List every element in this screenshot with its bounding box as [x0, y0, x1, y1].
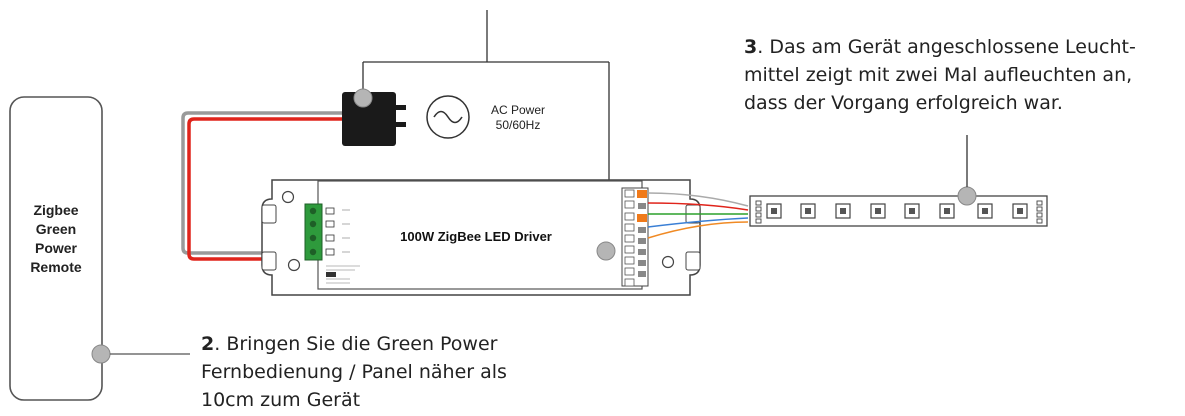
- remote-marker-dot: [91, 344, 111, 364]
- remote-label-line4: Remote: [30, 259, 82, 275]
- callout-2-text: 2. Bringen Sie die Green Power Fernbedie…: [201, 330, 621, 414]
- driver-label-panel: [317, 180, 643, 290]
- callout-3-line1: 3. Das am Gerät angeschlossene Leucht-: [744, 33, 1184, 61]
- ac-source-symbol: [426, 95, 470, 139]
- led-strip-marker-dot: [957, 186, 977, 206]
- screw-hole-right: [661, 255, 675, 269]
- remote-body: [9, 96, 103, 401]
- led-strip: [749, 186, 1048, 227]
- driver-title: 100W ZigBee LED Driver: [400, 229, 552, 244]
- screw-hole-top-left: [281, 190, 295, 204]
- led-strip-body: [749, 195, 1048, 227]
- remote-label-line1: Zigbee: [33, 202, 78, 218]
- green-power-remote: Zigbee Green Power Remote: [9, 96, 111, 401]
- callout-3-text-part: . Das am Gerät angeschlossene Leucht-: [757, 36, 1136, 58]
- callout-2-line1: 2. Bringen Sie die Green Power: [201, 330, 621, 358]
- plug-marker-dot: [353, 88, 373, 108]
- callout-2-line2: Fernbedienung / Panel näher als: [201, 361, 507, 383]
- callout-2-line3: 10cm zum Gerät: [201, 389, 361, 411]
- prog-button-marker: [596, 241, 616, 261]
- led-driver: 100W ZigBee LED Driver: [261, 179, 701, 296]
- output-wires: [647, 192, 749, 239]
- remote-label-line2: Green: [36, 221, 76, 237]
- ac-input-wires: [181, 111, 345, 261]
- screw-hole-bottom-left: [287, 258, 301, 272]
- callout-3-number: 3: [744, 36, 758, 58]
- callout-2-number: 2: [201, 333, 215, 355]
- ac-power-label: AC Power: [491, 103, 545, 117]
- callout-3-text: 3. Das am Gerät angeschlossene Leucht- m…: [744, 33, 1184, 117]
- callout-3-line3: dass der Vorgang erfolgreich war.: [744, 92, 1063, 114]
- power-plug: [342, 88, 406, 146]
- plug-body: [342, 92, 396, 146]
- callout-2-text-part: . Bringen Sie die Green Power: [214, 333, 498, 355]
- remote-label-line3: Power: [35, 240, 78, 256]
- input-terminal-block: [304, 203, 323, 261]
- callout-3-line2: mittel zeigt mit zwei Mal aufleuchten an…: [744, 64, 1133, 86]
- ac-frequency-label: 50/60Hz: [496, 118, 541, 132]
